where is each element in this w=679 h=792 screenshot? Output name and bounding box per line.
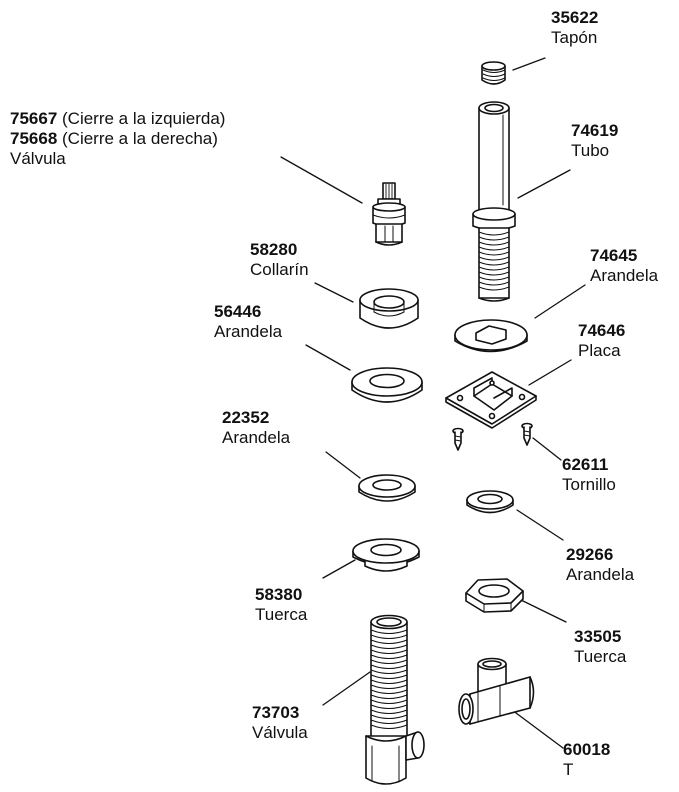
label-arandela-56446: 56446 Arandela [214, 302, 283, 341]
label-arandela-22352: 22352 Arandela [222, 408, 291, 447]
label-tuerca-33505: 33505 Tuerca [574, 627, 627, 666]
label-collarin: 58280 Collarín [250, 240, 309, 279]
gasket-icon [454, 319, 528, 353]
threaded-valve-icon [365, 614, 425, 785]
label-t-fitting: 60018 T [563, 740, 611, 779]
label-arandela-29266: 29266 Arandela [566, 545, 635, 584]
leader-lines [280, 57, 586, 749]
tee-fitting-icon [458, 657, 535, 725]
threaded-tube-icon [472, 101, 516, 302]
label-tapon: 35622 Tapón [551, 8, 599, 47]
label-tornillo: 62611 Tornillo [562, 455, 616, 494]
collar-icon [359, 288, 419, 329]
label-tuerca-58380: 58380 Tuerca [255, 585, 308, 624]
washer-icon [351, 367, 423, 403]
washer-icon [466, 490, 514, 514]
label-placa: 74646 Placa [578, 321, 626, 360]
label-valvula-cartridge: 75667 (Cierre a la izquierda) 75668 (Cie… [10, 109, 226, 168]
washer-icon [358, 474, 416, 502]
valve-cartridge-icon [372, 182, 406, 246]
flange-nut-icon [352, 538, 420, 572]
screw-icon [452, 427, 464, 451]
label-valvula-threaded: 73703 Válvula [252, 703, 308, 742]
plate-icon [445, 371, 537, 429]
label-tubo: 74619 Tubo [571, 121, 619, 160]
screw-icon [521, 422, 533, 446]
hex-nut-icon [465, 578, 524, 613]
label-arandela-74645: 74645 Arandela [590, 246, 659, 285]
cap-icon [481, 61, 506, 85]
